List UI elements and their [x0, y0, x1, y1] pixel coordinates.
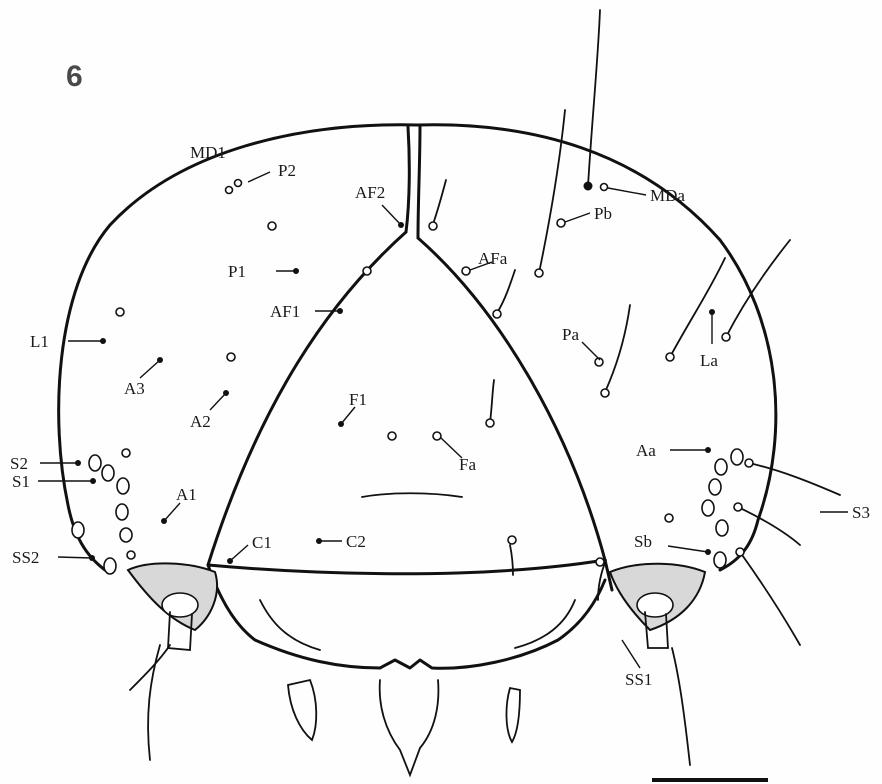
label-s1: S1	[12, 472, 30, 491]
left-mandible	[288, 680, 316, 740]
label-sb: Sb	[634, 532, 652, 551]
epicranial-suture	[406, 125, 420, 238]
label-c1: C1	[252, 533, 272, 552]
label-aa: Aa	[636, 441, 656, 460]
label-ss1: SS1	[625, 670, 652, 689]
label-s3: S3	[852, 503, 870, 522]
label-a3: A3	[124, 379, 145, 398]
labrum-inner	[260, 600, 575, 650]
pores	[72, 180, 753, 575]
label-af1: AF1	[270, 302, 300, 321]
label-p2: P2	[278, 161, 296, 180]
label-af2: AF2	[355, 183, 385, 202]
label-s2: S2	[10, 454, 28, 473]
right-antenna-base	[637, 593, 673, 617]
label-ss2: SS2	[12, 548, 39, 567]
label-fa: Fa	[459, 455, 476, 474]
label-mda: MDa	[650, 186, 685, 205]
labrum	[208, 565, 605, 668]
frons-sutures	[208, 232, 605, 565]
label-p1: P1	[228, 262, 246, 281]
label-a2: A2	[190, 412, 211, 431]
label-pb: Pb	[594, 204, 612, 223]
label-md1: MD1	[190, 143, 226, 162]
label-pa: Pa	[562, 325, 579, 344]
figure-number: 6	[66, 60, 83, 93]
clypeus	[208, 560, 612, 590]
frons-transverse	[362, 493, 462, 497]
label-la: La	[700, 351, 718, 370]
label-afa: AFa	[478, 249, 508, 268]
label-f1: F1	[349, 390, 367, 409]
labium	[380, 680, 439, 775]
labels: MD1 P2 AF2 P1 AF1 L1 A3 A2 S2 S1 SS2 A1 …	[10, 143, 870, 689]
right-mandible	[506, 688, 520, 742]
label-l1: L1	[30, 332, 49, 351]
label-c2: C2	[346, 532, 366, 551]
setae	[130, 10, 840, 765]
label-a1: A1	[176, 485, 197, 504]
